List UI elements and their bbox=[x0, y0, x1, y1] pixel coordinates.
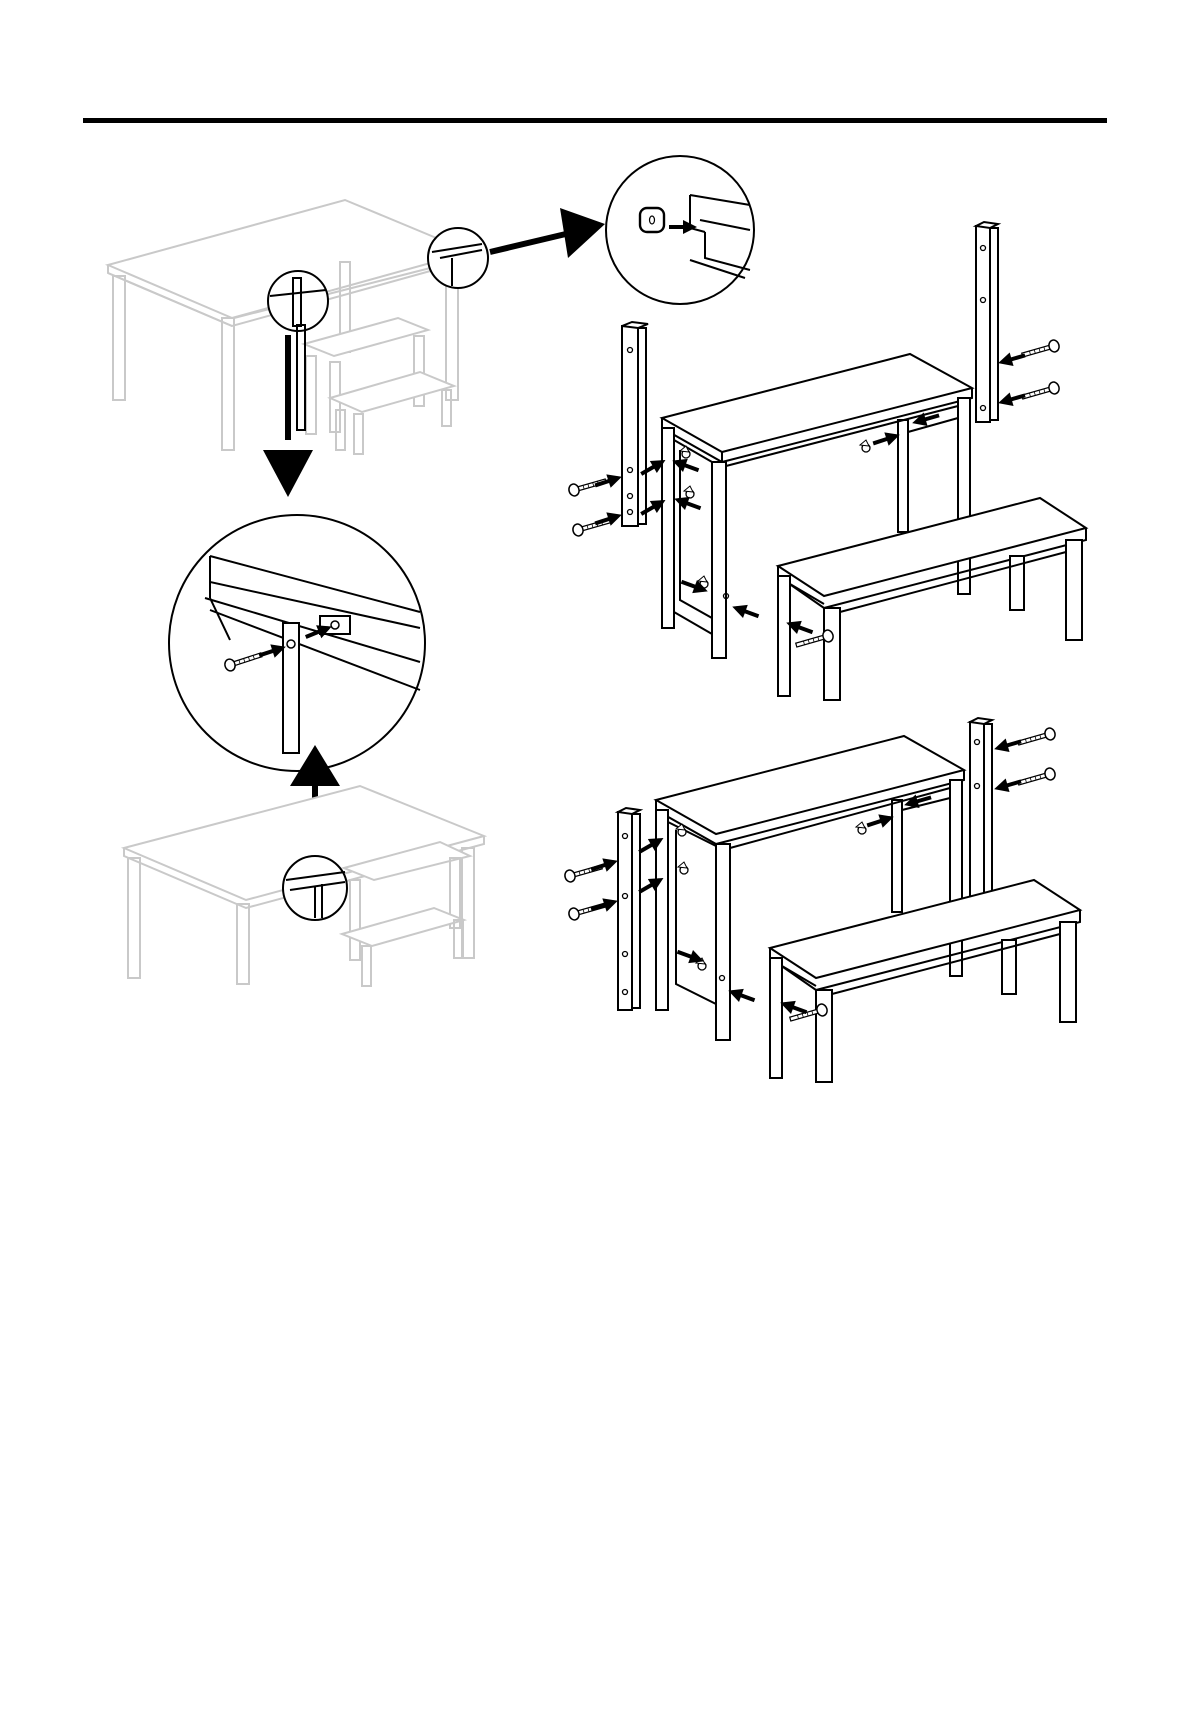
detail-circle-end-cap bbox=[606, 156, 754, 304]
overview-table-bottom-view bbox=[124, 786, 484, 986]
assembly-step-lower bbox=[564, 718, 1080, 1082]
assembly-illustrations bbox=[0, 0, 1192, 1100]
detail-circle-leg-bolt bbox=[169, 515, 425, 771]
arrow-to-end-cap-detail bbox=[490, 208, 605, 258]
overview-table-top-view bbox=[108, 200, 488, 454]
